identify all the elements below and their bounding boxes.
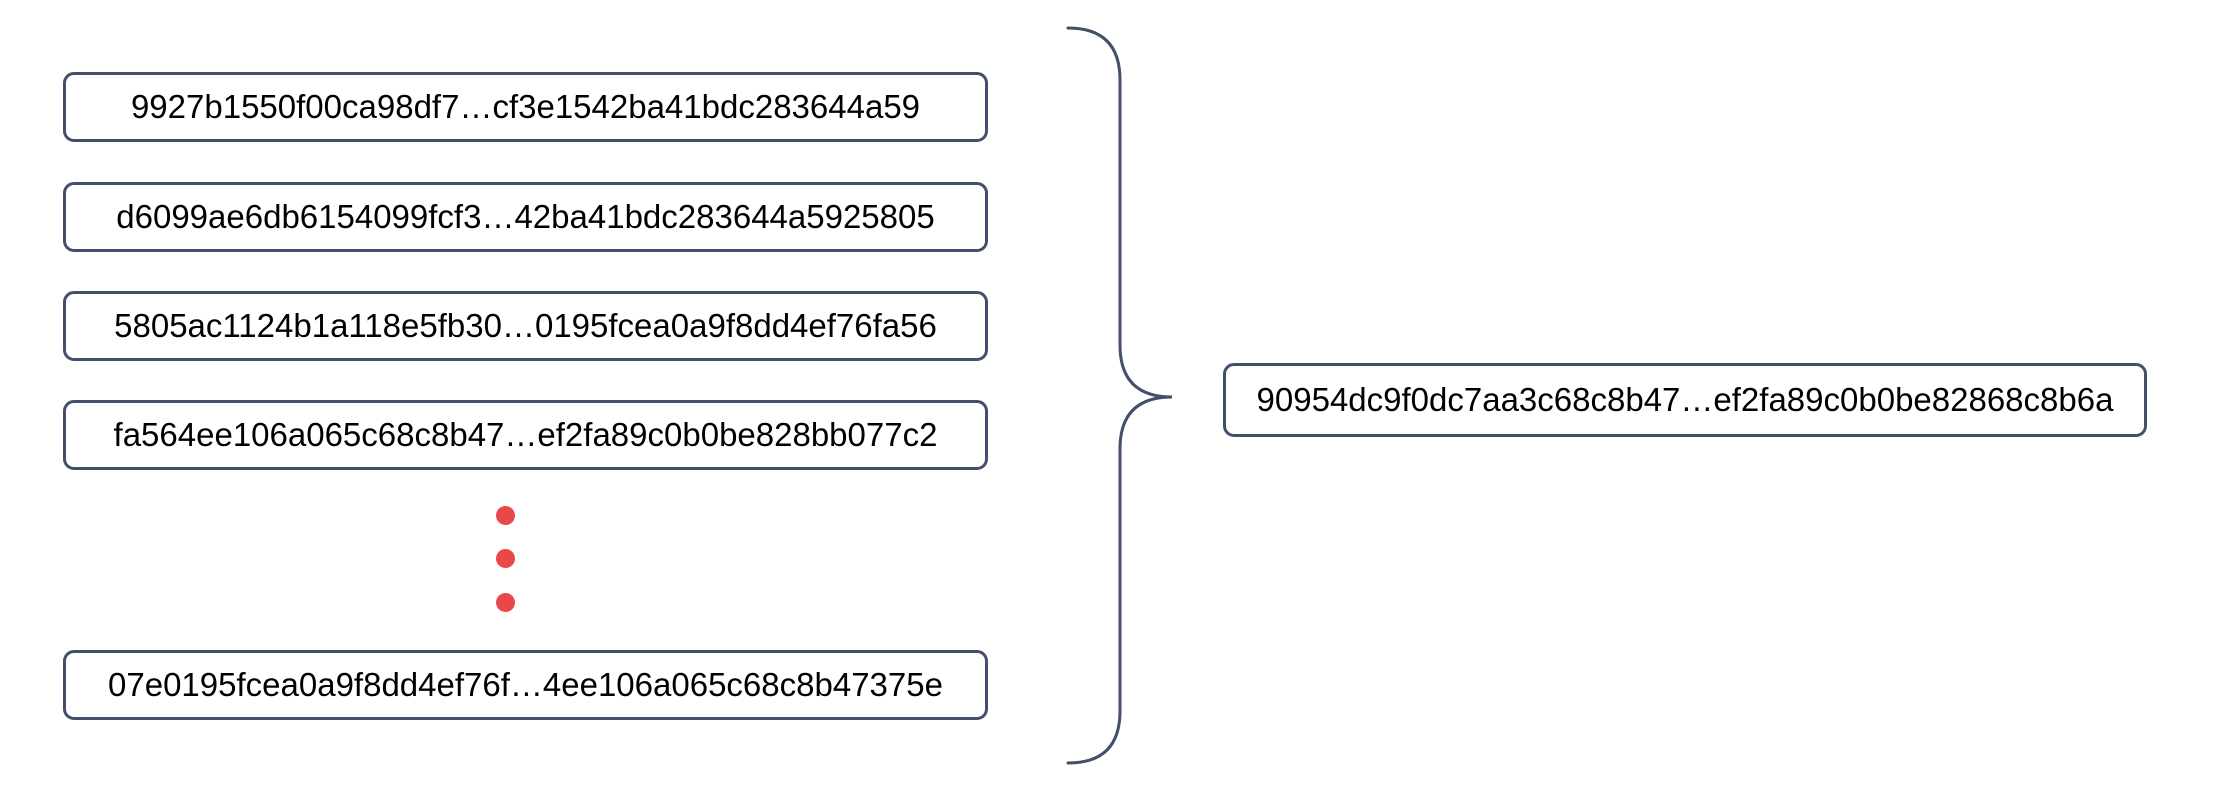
hash-item-1-label: 9927b1550f00ca98df7…cf3e1542ba41bdc28364… [130,88,921,125]
ellipsis-dot-icon [496,593,515,612]
result-hash-box: 90954dc9f0dc7aa3c68c8b47…ef2fa89c0b0be82… [1223,363,2147,437]
hash-item-4-label: fa564ee106a065c68c8b47…ef2fa89c0b0be828b… [113,416,938,453]
curly-brace-icon [1066,26,1173,765]
ellipsis-dot-icon [496,549,515,568]
hash-item-3: 5805ac1124b1a118e5fb30…0195fcea0a9f8dd4e… [63,291,988,361]
hash-item-3-label: 5805ac1124b1a118e5fb30…0195fcea0a9f8dd4e… [114,307,937,344]
hash-item-1: 9927b1550f00ca98df7…cf3e1542ba41bdc28364… [63,72,988,142]
hash-item-4: fa564ee106a065c68c8b47…ef2fa89c0b0be828b… [63,400,988,470]
hash-item-5: 07e0195fcea0a9f8dd4ef76f…4ee106a065c68c8… [63,650,988,720]
ellipsis-dot-icon [496,506,515,525]
hash-item-5-label: 07e0195fcea0a9f8dd4ef76f…4ee106a065c68c8… [108,666,943,703]
hash-item-2-label: d6099ae6db6154099fcf3…42ba41bdc283644a59… [116,198,935,235]
result-hash-label: 90954dc9f0dc7aa3c68c8b47…ef2fa89c0b0be82… [1256,381,2114,418]
hash-item-2: d6099ae6db6154099fcf3…42ba41bdc283644a59… [63,182,988,252]
